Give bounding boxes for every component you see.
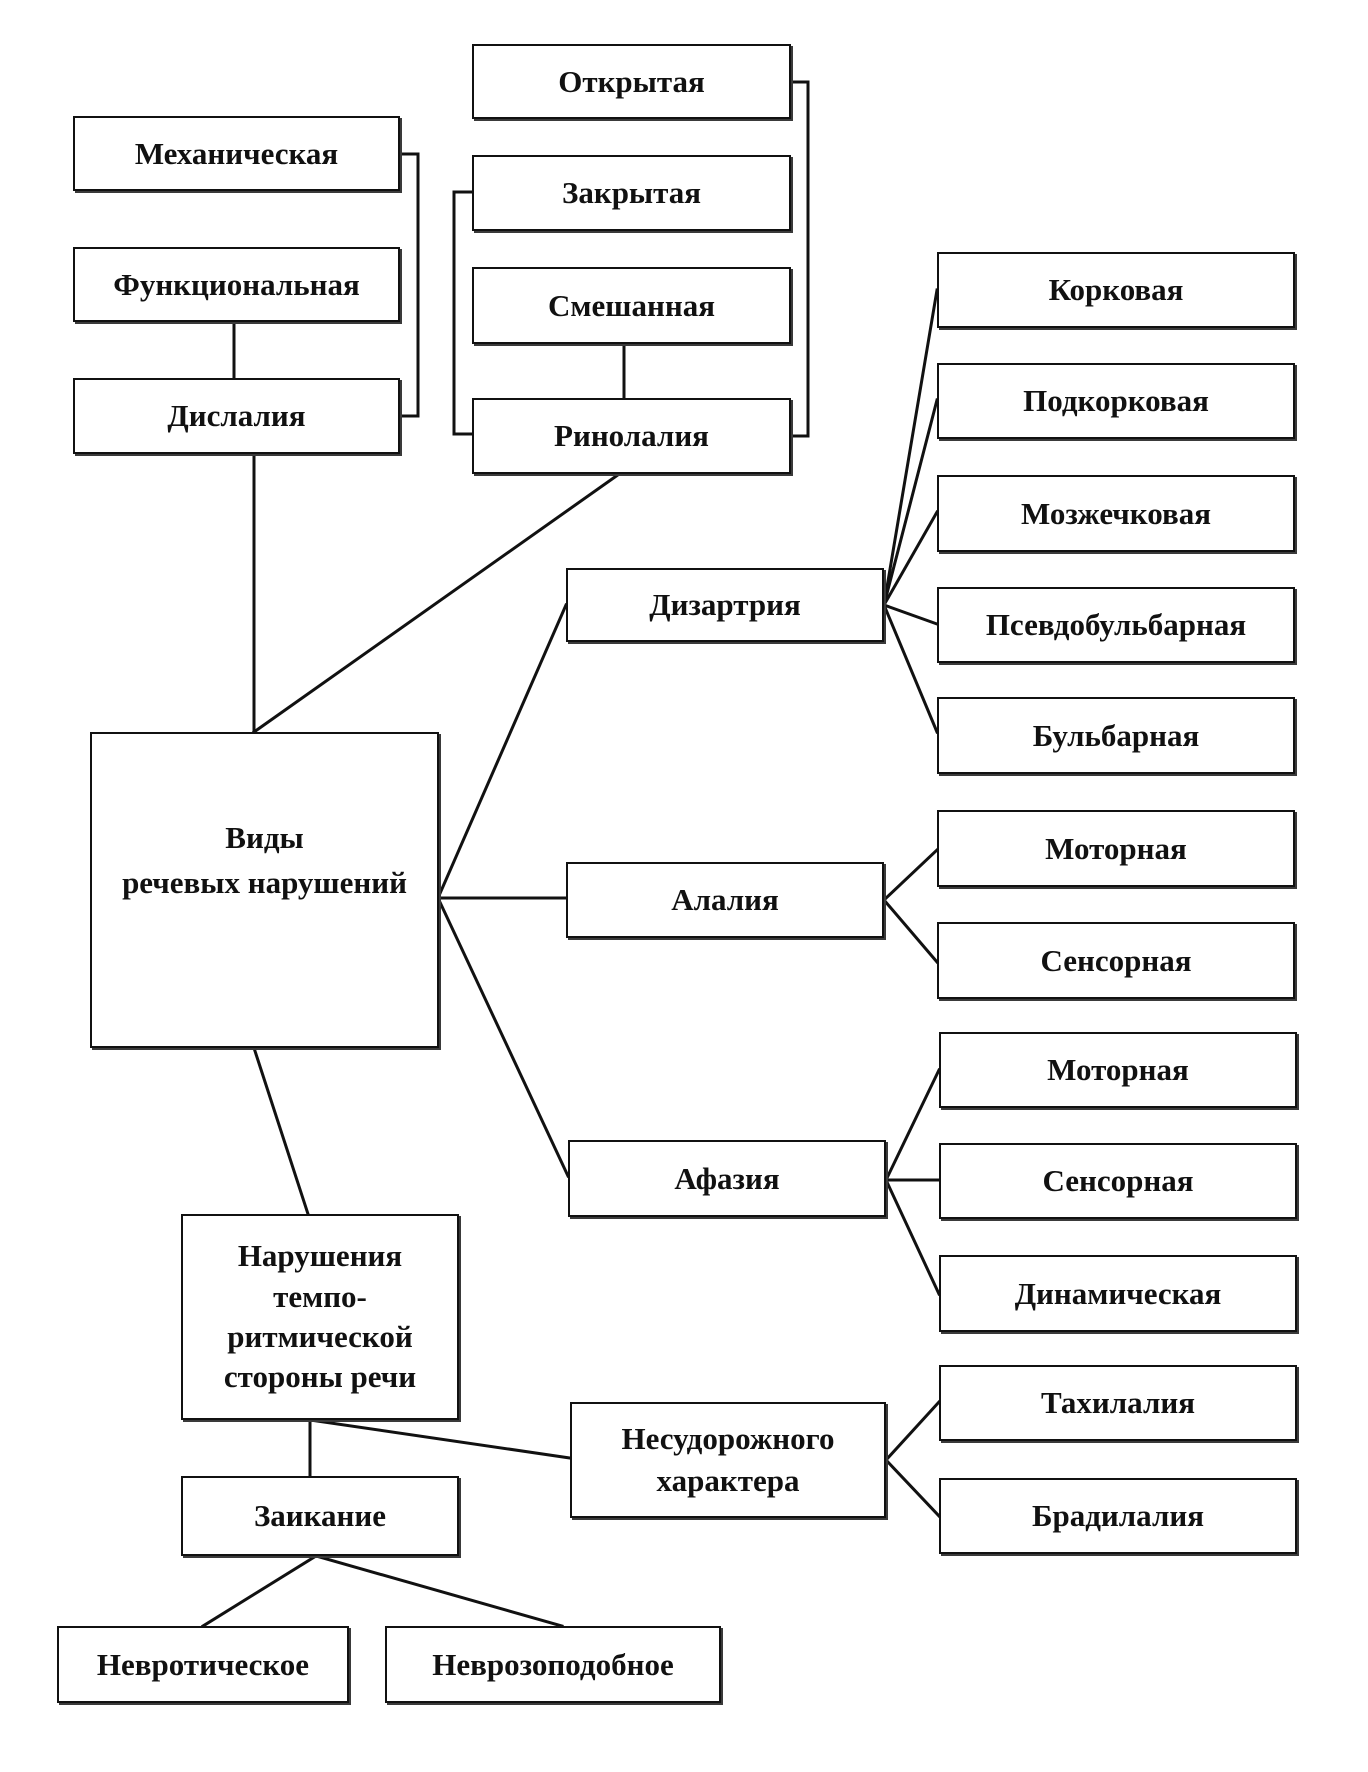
label-alalia-sensory: Сенсорная	[1040, 942, 1192, 978]
node-dizartria: Дизартрия	[566, 568, 884, 642]
label-mechanical: Механическая	[134, 135, 339, 171]
label-rinolalia: Ринолалия	[554, 418, 709, 454]
label-pseudobulbar: Псевдобульбарная	[985, 607, 1247, 643]
label-mixed: Смешанная	[548, 287, 715, 323]
node-closed: Закрытая	[472, 155, 791, 231]
node-stuttering: Заикание	[181, 1476, 459, 1556]
edge-alalia-sensor	[881, 897, 940, 965]
label-afazia: Афазия	[674, 1160, 780, 1196]
node-functional: Функциональная	[73, 247, 400, 322]
edge-root-dizartria	[436, 603, 568, 900]
root-label: Виды речевых нарушений	[122, 820, 407, 900]
node-mixed: Смешанная	[472, 267, 791, 344]
node-subcortical: Подкорковая	[937, 363, 1295, 439]
label-dizartria: Дизартрия	[649, 587, 801, 623]
edge-tempo-nesud	[308, 1418, 572, 1460]
label-alalia-motor: Моторная	[1045, 830, 1187, 866]
edge-dizartria-bulb	[882, 603, 939, 734]
bracket-rinolalia-closed	[452, 190, 474, 436]
node-afazia-motor: Моторная	[939, 1032, 1297, 1108]
label-open: Открытая	[558, 63, 705, 99]
label-bulbar: Бульбарная	[1032, 717, 1200, 753]
edge-alalia-motor	[881, 847, 940, 903]
node-open: Открытая	[472, 44, 791, 119]
edge-root-afazia	[436, 896, 570, 1178]
edge-nesud-tahi	[883, 1399, 942, 1463]
edge-dizartria-podkork	[882, 398, 939, 607]
edge-afazia-motor	[883, 1067, 942, 1183]
label-afazia-dynamic: Динамическая	[1014, 1275, 1222, 1311]
edge-dizartria-pseudo	[882, 603, 939, 626]
node-alalia-sensory: Сенсорная	[937, 922, 1295, 999]
label-afazia-motor: Моторная	[1047, 1052, 1189, 1088]
node-alalia-motor: Моторная	[937, 810, 1295, 887]
label-bradylalia: Брадилалия	[1032, 1498, 1204, 1534]
label-cortical: Корковая	[1048, 272, 1184, 308]
edge-dizartria-kork	[882, 288, 939, 607]
label-cerebellar: Мозжечковая	[1021, 495, 1211, 531]
edge-dizartria-mozzh	[881, 509, 940, 608]
node-pseudobulbar: Псевдобульбарная	[937, 587, 1295, 663]
node-bulbar: Бульбарная	[937, 697, 1295, 774]
bracket-rinolalia-open	[788, 80, 810, 438]
label-afazia-sensory: Сенсорная	[1042, 1163, 1194, 1199]
edge-afazia-dynamic	[884, 1178, 941, 1296]
node-neurotic: Невротическое	[57, 1626, 349, 1703]
node-afazia-dynamic: Динамическая	[939, 1255, 1297, 1332]
node-tachylalia: Тахилалия	[939, 1365, 1297, 1441]
node-rinolalia: Ринолалия	[472, 398, 791, 474]
bracket-dislalia-mech	[397, 152, 420, 418]
label-tempo-rhythm: Нарушения темпо- ритмической стороны реч…	[223, 1238, 417, 1395]
node-dislalia: Дислалия	[73, 378, 400, 454]
edge-root-rinolalia	[251, 469, 625, 735]
label-alalia: Алалия	[671, 882, 779, 918]
label-neurotic: Невротическое	[96, 1646, 310, 1682]
label-functional: Функциональная	[113, 266, 360, 302]
edge-root-tempo	[252, 1046, 310, 1216]
root-node-speech-disorders: Виды речевых нарушений	[90, 732, 439, 1048]
node-cortical: Корковая	[937, 252, 1295, 328]
node-afazia-sensory: Сенсорная	[939, 1143, 1297, 1219]
node-neurosis-like: Неврозоподобное	[385, 1626, 721, 1703]
node-afazia: Афазия	[568, 1140, 886, 1217]
node-mechanical: Механическая	[73, 116, 400, 191]
node-non-convulsive: Несудорожного характера	[570, 1402, 886, 1518]
node-bradylalia: Брадилалия	[939, 1478, 1297, 1554]
label-non-convulsive: Несудорожного характера	[621, 1421, 835, 1498]
edge-zaik-nevrot	[200, 1553, 319, 1629]
label-neurosis-like: Неврозоподобное	[432, 1646, 674, 1682]
node-tempo-rhythm: Нарушения темпо- ритмической стороны реч…	[181, 1214, 459, 1420]
edge-zaik-nevroz	[314, 1554, 564, 1628]
label-closed: Закрытая	[561, 175, 702, 211]
label-dislalia: Дислалия	[167, 398, 306, 434]
node-alalia: Алалия	[566, 862, 884, 938]
node-cerebellar: Мозжечковая	[937, 475, 1295, 552]
edge-nesud-bradi	[883, 1457, 942, 1519]
label-stuttering: Заикание	[253, 1498, 387, 1534]
label-tachylalia: Тахилалия	[1041, 1385, 1195, 1421]
label-subcortical: Подкорковая	[1023, 383, 1209, 419]
